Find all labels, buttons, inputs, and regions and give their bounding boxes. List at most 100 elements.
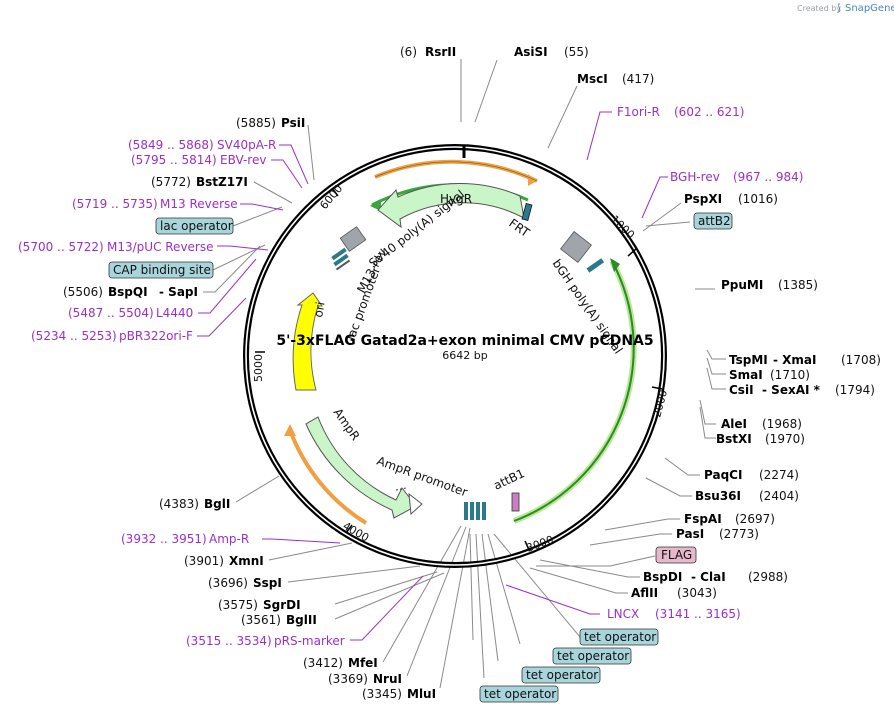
ampr-promoter-label: AmpR promoter [375, 454, 469, 500]
site-name-bgli: BglI [204, 497, 230, 511]
primer-l4440-name: L4440 [156, 306, 193, 320]
attb2-box-label: attB2 [698, 214, 731, 228]
site-name-ppumi: PpuMI [721, 278, 763, 292]
site-pos-pasi: (2773) [719, 527, 759, 541]
attb2-box [693, 212, 733, 230]
attb1-label: attB1 [491, 466, 526, 492]
plasmid-name: 5'-3xFLAG Gatad2a+exon minimal CMV pCDNA… [276, 333, 653, 349]
flag-box [655, 546, 697, 564]
site-pos-bstz17i: (5772) [151, 175, 191, 189]
primer-leader-lines [197, 111, 668, 641]
site-name-alei: AleI [721, 417, 747, 431]
primer-prs-marker-range: (3515 .. 3534) [186, 634, 272, 648]
site-name-bspdi: BspDI [643, 570, 682, 584]
backbone-ticks [255, 145, 663, 551]
site-pos-paqci: (2274) [759, 468, 799, 482]
site-pos-bspqi: (5506) [63, 285, 103, 299]
primer-ebv-rev-name: EBV-rev [220, 153, 266, 167]
primer-amp-r-range: (3932 .. 3951) [121, 532, 207, 546]
bgh-small-marker [586, 258, 605, 273]
primer-m13-reverse-range: (5719 .. 5735) [72, 197, 158, 211]
site-name-bstxi: BstXI [716, 432, 752, 446]
site-name-mlui: MluI [407, 687, 436, 701]
green-arc-right-arrow-icon [610, 258, 620, 272]
site-name-pspxi: PspXI [684, 192, 722, 206]
orange-arc-top-arrow-icon [528, 174, 537, 186]
site-name-psii: PsiI [281, 116, 305, 130]
site-name-bstz17i: BstZ17I [196, 175, 248, 189]
primer-amp-r-name: Amp-R [209, 532, 249, 546]
tet-operator-box-4 [479, 685, 559, 703]
site-pos-bspdi: (2988) [748, 570, 788, 584]
primer-l4440-range: (5487 .. 5504) [68, 306, 154, 320]
tick-label-5000: 5000 [252, 354, 265, 382]
site-name-sapi: - SapI [159, 285, 198, 299]
site-pos-sgrdi: (3575) [218, 598, 258, 612]
primer-pbr322ori-f-name: pBR322ori-F [119, 329, 193, 343]
primer-m13-reverse-name: M13 Reverse [160, 197, 238, 211]
site-pos-bsu36i: (2404) [759, 489, 799, 503]
primer-prs-marker-name: pRS-marker [274, 634, 345, 648]
lac-operator-box-label: lac operator [160, 219, 233, 233]
primer-lncx-range: (3141 .. 3165) [655, 607, 741, 621]
site-name-bspqi: BspQI [108, 285, 148, 299]
hygr-label: HygR [440, 192, 472, 206]
site-name-msci: MscI [577, 72, 608, 86]
box-labels: attB2 FLAG lac operator CAP binding site… [108, 212, 733, 703]
site-pos-xmni: (3901) [184, 554, 224, 568]
site-pos-csii: (1794) [835, 383, 875, 397]
tet-operator-box-2-label: tet operator [557, 649, 629, 663]
hygr-feature [377, 183, 525, 229]
created-by-label: Created by [797, 4, 841, 13]
primer-ebv-rev-range: (5795 .. 5814) [131, 153, 217, 167]
site-pos-msci: (417) [622, 72, 654, 86]
site-name-tspmi: TspMI [729, 353, 768, 367]
site-name-bsu36i: Bsu36I [695, 489, 741, 503]
primer-bgh-rev-range: (967 .. 984) [733, 170, 803, 184]
site-name-pasi: PasI [676, 527, 704, 541]
snapgene-logo-icon: ⟆ [837, 3, 841, 14]
frt-label: FRT [506, 216, 532, 240]
bgh-polya-feature [559, 230, 593, 264]
site-name-bglii: BglII [286, 613, 317, 627]
tet-operator-box-3 [521, 666, 601, 684]
site-name-rsrii: RsrII [425, 45, 456, 59]
cap-binding-site-box-label: CAP binding site [113, 263, 211, 277]
site-pos-nrui: (3369) [328, 672, 368, 686]
site-name-paqci: PaqCI [704, 468, 742, 482]
green-arc-top-arrow-icon [370, 199, 381, 211]
ampr-feature [305, 416, 417, 519]
site-pos-bstxi: (1970) [765, 432, 805, 446]
site-leader-lines [203, 59, 726, 689]
primer-sv40pa-r-name: SV40pA-R [217, 138, 276, 152]
frt-feature [521, 203, 533, 221]
orange-arc-bottom-arrow-icon [284, 424, 296, 436]
site-name-mfei: MfeI [348, 656, 378, 670]
site-pos-bglii: (3561) [241, 613, 281, 627]
site-name-sexai: - SexAI * [762, 383, 821, 397]
attb1-feature [511, 492, 520, 512]
m13-rev-marker [331, 247, 351, 271]
snapgene-brand: SnapGene [845, 3, 894, 14]
site-pos-sspi: (3696) [208, 576, 248, 590]
site-pos-rsrii: (6) [400, 45, 417, 59]
site-pos-psii: (5885) [236, 116, 276, 130]
site-pos-ppumi: (1385) [778, 278, 818, 292]
primer-lncx-name: LNCX [607, 607, 639, 621]
site-name-sspi: SspI [253, 576, 282, 590]
ori-label: ori [311, 301, 327, 319]
site-name-clai: - ClaI [691, 570, 726, 584]
tick-label-1000: 1000 [608, 213, 637, 242]
site-name-aflii: AflII [631, 586, 658, 600]
tet-operator-box-4-label: tet operator [484, 687, 556, 701]
site-pos-pspxi: (1016) [738, 192, 778, 206]
primer-f1ori-r-name: F1ori-R [617, 105, 660, 119]
lac-operator-box [155, 217, 234, 235]
tet-operator-box-3-label: tet operator [526, 668, 598, 682]
site-name-sgrdi: SgrDI [263, 598, 301, 612]
tet-operator-box-1-label: tet operator [584, 630, 656, 644]
primer-sv40pa-r-range: (5849 .. 5868) [128, 138, 214, 152]
primer-labels: F1ori-R (602 .. 621) BGH-rev (967 .. 984… [18, 105, 803, 648]
site-pos-bgli: (4383) [159, 497, 199, 511]
